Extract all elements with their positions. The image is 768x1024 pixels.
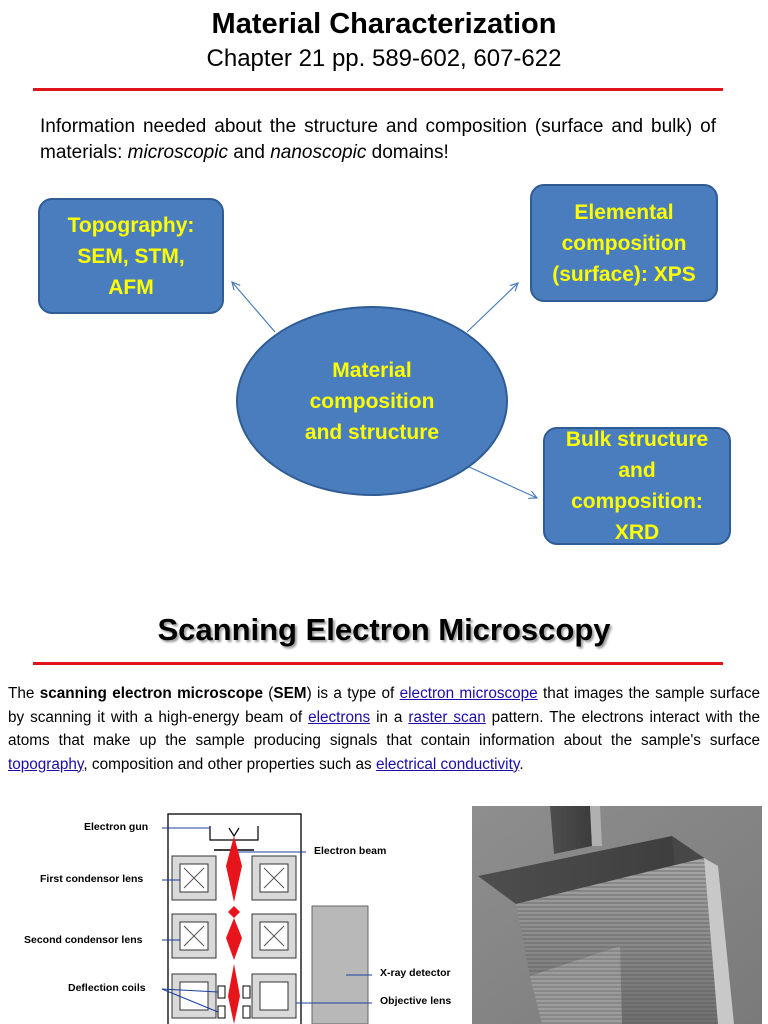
link-electrical-conductivity[interactable]: electrical conductivity — [376, 756, 519, 773]
sem-paragraph: The scanning electron microscope (SEM) i… — [8, 682, 760, 776]
label-first-condenser-lens: First condensor lens — [40, 873, 143, 885]
material-composition-ellipse: Material composition and structure — [236, 306, 508, 496]
arrow-to-bulk — [467, 466, 537, 498]
bulk-structure-box: Bulk structure and composition: XRD — [543, 427, 731, 545]
label-deflection-coils: Deflection coils — [68, 982, 146, 994]
divider — [33, 662, 723, 665]
section-title: Scanning Electron Microscopy — [0, 612, 768, 648]
link-topography[interactable]: topography — [8, 756, 83, 773]
label-objective-lens: Objective lens — [380, 995, 451, 1007]
sem-micrograph — [472, 806, 762, 1024]
link-electron-microscope[interactable]: electron microscope — [400, 685, 538, 702]
arrow-to-topography — [232, 282, 275, 332]
arrow-to-elemental — [467, 283, 518, 332]
link-raster-scan[interactable]: raster scan — [408, 709, 485, 726]
topography-box: Topography: SEM, STM, AFM — [38, 198, 224, 314]
label-xray-detector: X-ray detector — [380, 967, 451, 979]
label-electron-beam: Electron beam — [314, 845, 386, 857]
link-electrons[interactable]: electrons — [308, 709, 370, 726]
elemental-composition-box: Elemental composition (surface): XPS — [530, 184, 718, 302]
label-second-condenser-lens: Second condensor lens — [24, 934, 142, 946]
label-electron-gun: Electron gun — [84, 821, 148, 833]
